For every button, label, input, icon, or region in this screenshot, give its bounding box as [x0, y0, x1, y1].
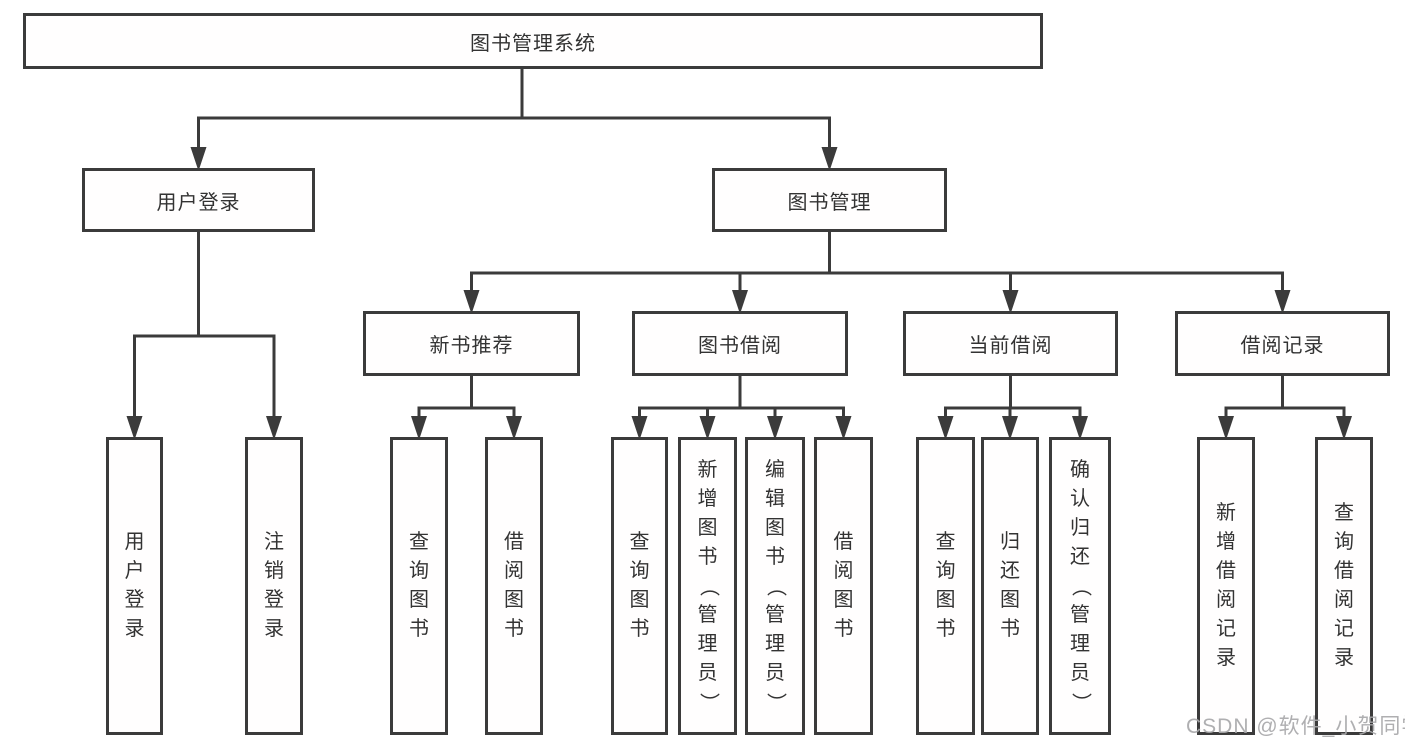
- node-leaf-rec-borrow: 借阅图书: [485, 437, 543, 735]
- node-label: 新增图书（管理员）: [697, 458, 719, 713]
- arrowhead-icon: [631, 416, 648, 440]
- node-label: 新书推荐: [429, 335, 514, 357]
- arrowhead-icon: [835, 416, 852, 440]
- arrowhead-icon: [1002, 290, 1019, 314]
- node-root: 图书管理系统: [23, 13, 1043, 69]
- node-leaf-br-add: 新增借阅记录: [1197, 437, 1255, 735]
- node-label: 图书管理: [787, 191, 872, 214]
- arrowhead-icon: [266, 416, 282, 440]
- arrowhead-icon: [126, 416, 143, 440]
- node-leaf-cb-return: 归还图书: [981, 437, 1039, 735]
- node-leaf-bb-edit: 编辑图书（管理员）: [745, 437, 805, 735]
- arrowhead-icon: [821, 147, 838, 171]
- node-book-mgmt: 图书管理: [712, 168, 947, 232]
- node-book-borrow: 图书借阅: [632, 311, 848, 376]
- node-label: 编辑图书（管理员）: [764, 458, 787, 713]
- arrowhead-icon: [699, 416, 716, 440]
- node-label: 归还图书: [1000, 531, 1020, 640]
- node-user-login: 用户登录: [82, 168, 315, 232]
- node-current-borrow: 当前借阅: [903, 311, 1118, 376]
- arrowhead-icon: [767, 416, 783, 440]
- node-leaf-bb-borrow: 借阅图书: [814, 437, 873, 735]
- node-label: 新增借阅记录: [1216, 502, 1236, 669]
- node-leaf-bb-add: 新增图书（管理员）: [678, 437, 737, 735]
- node-label: 图书借阅: [698, 335, 782, 357]
- node-label: 查询借阅记录: [1334, 502, 1354, 669]
- arrowhead-icon: [1336, 416, 1352, 440]
- node-label: 借阅图书: [833, 531, 854, 640]
- node-leaf-cb-confirm: 确认归还（管理员）: [1049, 437, 1111, 735]
- node-leaf-logout: 注销登录: [245, 437, 303, 735]
- node-label: 用户登录: [156, 191, 241, 214]
- node-borrow-records: 借阅记录: [1175, 311, 1390, 376]
- node-leaf-cb-query: 查询图书: [916, 437, 975, 735]
- csdn-watermark: CSDN @软件_小贺同学: [1186, 715, 1405, 738]
- arrowhead-icon: [1072, 416, 1088, 440]
- node-new-book-rec: 新书推荐: [363, 311, 580, 376]
- arrowhead-icon: [937, 416, 954, 440]
- node-leaf-rec-query: 查询图书: [390, 437, 448, 735]
- node-label: 当前借阅: [968, 335, 1053, 357]
- arrowhead-icon: [190, 147, 207, 171]
- node-label: 借阅图书: [504, 531, 524, 640]
- node-leaf-br-query: 查询借阅记录: [1315, 437, 1373, 735]
- node-label: 查询图书: [629, 531, 650, 640]
- node-label: 确认归还（管理员）: [1069, 458, 1092, 713]
- node-label: 注销登录: [264, 531, 284, 640]
- node-label: 图书管理系统: [470, 32, 596, 55]
- arrowhead-icon: [732, 290, 748, 314]
- node-label: 用户登录: [124, 531, 145, 640]
- node-label: 查询图书: [409, 531, 429, 640]
- node-leaf-bb-query: 查询图书: [611, 437, 668, 735]
- arrowhead-icon: [1218, 416, 1234, 440]
- node-label: 借阅记录: [1240, 335, 1325, 357]
- arrowhead-icon: [1002, 416, 1018, 440]
- arrowhead-icon: [1274, 290, 1291, 314]
- node-label: 查询图书: [935, 531, 956, 640]
- node-leaf-user-login: 用户登录: [106, 437, 163, 735]
- arrowhead-icon: [463, 290, 480, 314]
- arrowhead-icon: [506, 416, 522, 440]
- arrowhead-icon: [411, 416, 427, 440]
